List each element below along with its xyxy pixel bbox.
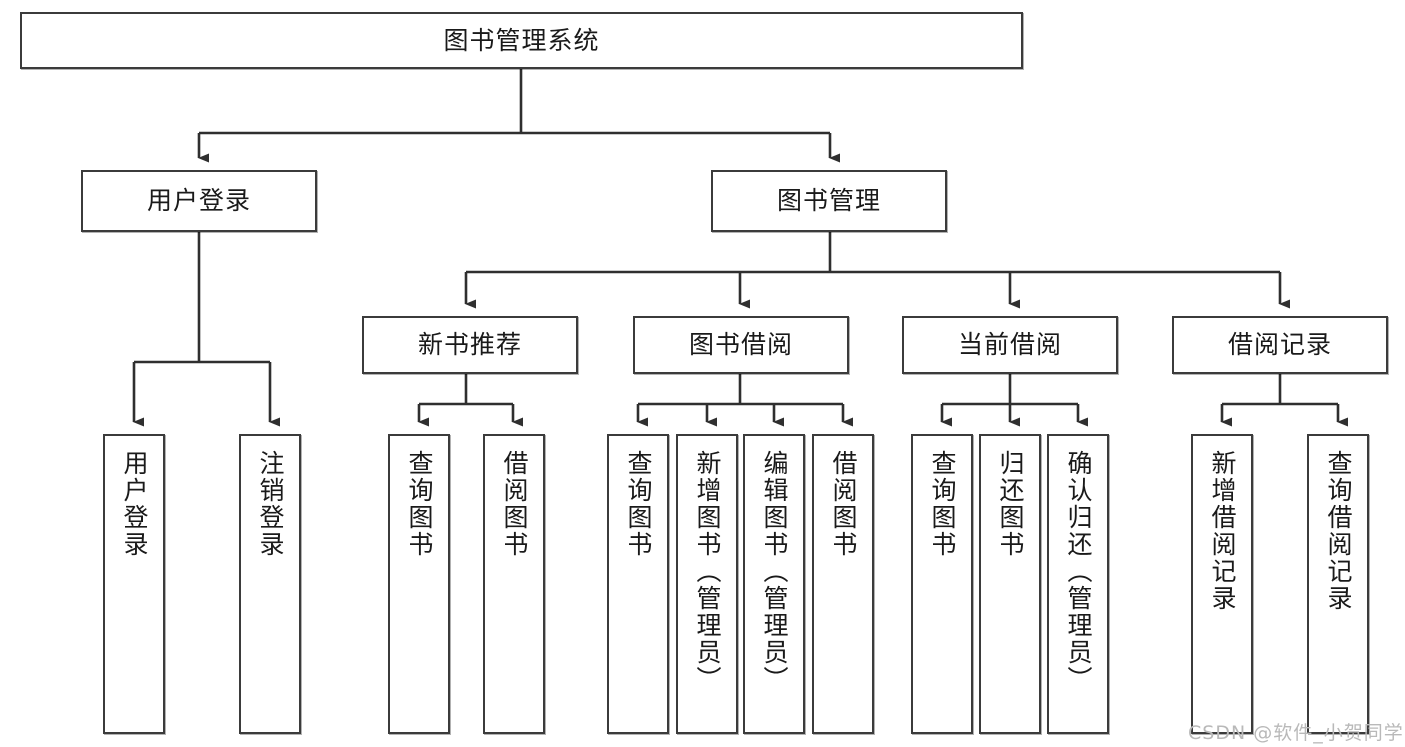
leaf-borrow-book-rec-label: 借阅图书 (500, 450, 529, 558)
node-user-login[interactable]: 用户登录 (81, 170, 317, 232)
leaf-add-borrow-record-label: 新增借阅记录 (1208, 450, 1237, 612)
leaf-query-book-current-label: 查询图书 (928, 450, 957, 558)
node-root[interactable]: 图书管理系统 (20, 12, 1023, 69)
node-user-login-label: 用户登录 (146, 186, 251, 216)
leaf-confirm-return-admin[interactable]: 确认归还（管理员） (1047, 434, 1109, 734)
leaf-query-book-borrow-label: 查询图书 (624, 450, 653, 558)
leaf-query-borrow-record[interactable]: 查询借阅记录 (1307, 434, 1369, 734)
leaf-borrow-book[interactable]: 借阅图书 (812, 434, 874, 734)
leaf-edit-book-admin[interactable]: 编辑图书（管理员） (743, 434, 805, 734)
leaf-borrow-book-label: 借阅图书 (829, 450, 858, 558)
node-current-borrow[interactable]: 当前借阅 (902, 316, 1118, 374)
node-new-book-rec-label: 新书推荐 (417, 330, 522, 360)
leaf-return-book[interactable]: 归还图书 (979, 434, 1041, 734)
node-book-borrow[interactable]: 图书借阅 (633, 316, 849, 374)
leaf-query-borrow-record-label: 查询借阅记录 (1324, 450, 1353, 612)
leaf-add-book-admin[interactable]: 新增图书（管理员） (676, 434, 738, 734)
node-book-manage-label: 图书管理 (776, 186, 881, 216)
leaf-borrow-book-rec[interactable]: 借阅图书 (483, 434, 545, 734)
node-book-manage[interactable]: 图书管理 (711, 170, 947, 232)
leaf-edit-book-admin-label: 编辑图书（管理员） (760, 450, 789, 693)
node-new-book-rec[interactable]: 新书推荐 (362, 316, 578, 374)
node-root-label: 图书管理系统 (443, 25, 600, 55)
node-borrow-record-label: 借阅记录 (1227, 330, 1332, 360)
leaf-logout-label: 注销登录 (256, 450, 285, 558)
leaf-query-book-rec[interactable]: 查询图书 (388, 434, 450, 734)
node-borrow-record[interactable]: 借阅记录 (1172, 316, 1388, 374)
csdn-watermark: CSDN @软件_小贺同学 (1188, 722, 1404, 744)
leaf-user-login-label: 用户登录 (120, 450, 149, 558)
leaf-confirm-return-admin-label: 确认归还（管理员） (1064, 450, 1093, 693)
node-book-borrow-label: 图书借阅 (688, 330, 793, 360)
leaf-query-book-borrow[interactable]: 查询图书 (607, 434, 669, 734)
node-current-borrow-label: 当前借阅 (957, 330, 1062, 360)
leaf-query-book-current[interactable]: 查询图书 (911, 434, 973, 734)
leaf-user-login[interactable]: 用户登录 (103, 434, 165, 734)
leaf-query-book-rec-label: 查询图书 (405, 450, 434, 558)
leaf-logout[interactable]: 注销登录 (239, 434, 301, 734)
leaf-return-book-label: 归还图书 (996, 450, 1025, 558)
leaf-add-borrow-record[interactable]: 新增借阅记录 (1191, 434, 1253, 734)
leaf-add-book-admin-label: 新增图书（管理员） (693, 450, 722, 693)
